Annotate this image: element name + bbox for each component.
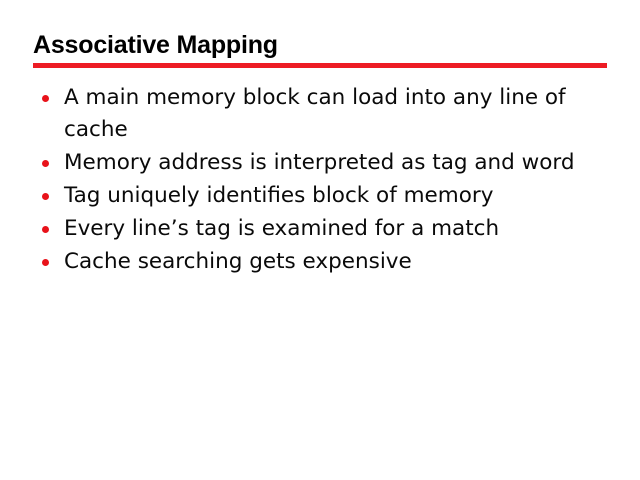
bullet-dot-icon <box>42 193 49 200</box>
list-item-label: Cache searching gets expensive <box>64 249 412 274</box>
bullet-dot-icon <box>42 95 49 102</box>
title-underline-rule <box>33 63 607 68</box>
bullet-dot-icon <box>42 160 49 167</box>
list-item: Memory address is interpreted as tag and… <box>36 147 606 179</box>
list-item-label: Tag uniquely identifies block of memory <box>64 183 494 208</box>
list-item: Every line’s tag is examined for a match <box>36 213 606 245</box>
list-item: Cache searching gets expensive <box>36 246 606 278</box>
bullet-dot-icon <box>42 259 49 266</box>
list-item-label: Memory address is interpreted as tag and… <box>64 150 575 175</box>
list-item-label: A main memory block can load into any li… <box>64 85 566 142</box>
bullet-dot-icon <box>42 226 49 233</box>
list-item: A main memory block can load into any li… <box>36 82 606 146</box>
slide-title-block: Associative Mapping <box>33 30 607 68</box>
page-title: Associative Mapping <box>33 31 278 59</box>
list-item-label: Every line’s tag is examined for a match <box>64 216 500 241</box>
list-item: Tag uniquely identifies block of memory <box>36 180 606 212</box>
bullet-list: A main memory block can load into any li… <box>36 82 606 279</box>
